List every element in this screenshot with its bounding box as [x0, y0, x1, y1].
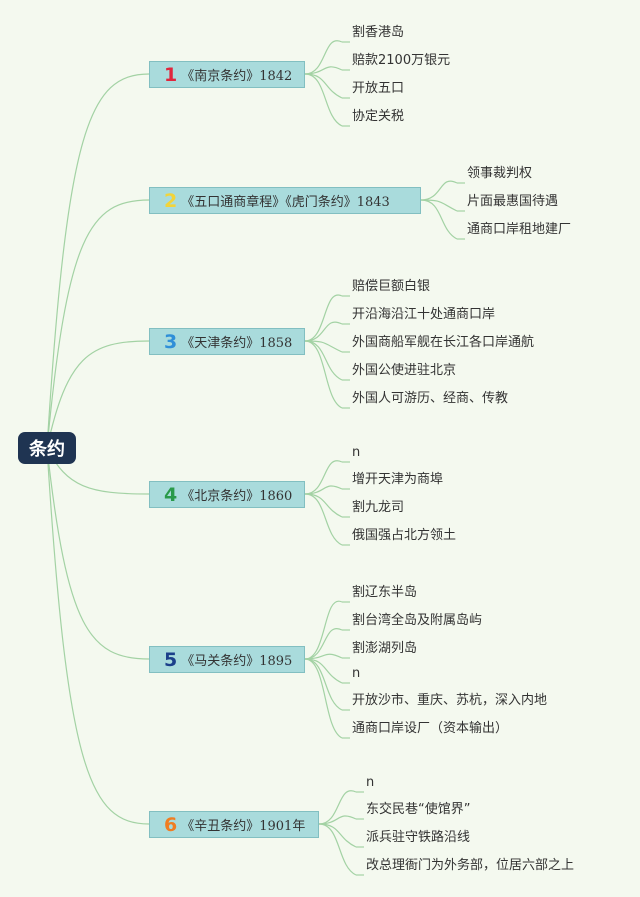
treaty-item: 外国公使进驻北京	[352, 363, 457, 378]
treaty-item: 派兵驻守铁路沿线	[366, 830, 471, 845]
number-badge: 4	[164, 483, 178, 506]
treaty-item: 通商口岸租地建厂	[467, 222, 572, 237]
treaty-item: 割澎湖列岛	[352, 641, 418, 656]
treaty-title: 《天津条约》1858	[181, 336, 293, 351]
leaf-line	[304, 340, 343, 381]
leaf-line	[304, 66, 343, 75]
leaf-line	[304, 485, 343, 495]
root-node[interactable]: 条约	[18, 432, 76, 464]
treaty-item: 外国商船军舰在长江各口岸通航	[352, 335, 535, 350]
branch-line-3	[46, 340, 150, 449]
treaty-item: 东交民巷“使馆界”	[366, 802, 471, 817]
leaf-line	[304, 658, 343, 711]
number-badge: 5	[164, 648, 178, 671]
treaty-title: 《辛丑条约》1901年	[181, 819, 306, 834]
treaty-title: 《北京条约》1860	[181, 489, 293, 504]
branch-line-1	[46, 73, 150, 449]
treaty-item: 外国人可游历、经商、传教	[352, 391, 509, 406]
treaty-node-6[interactable]: 6 《辛丑条约》1901年	[149, 811, 319, 838]
leaf-line	[420, 199, 458, 212]
treaty-item: 俄国强占北方领土	[352, 528, 457, 543]
treaty-item: 开沿海沿江十处通商口岸	[352, 307, 496, 322]
leaf-line	[304, 460, 343, 495]
branch-line-6	[46, 447, 150, 825]
treaty-node-1[interactable]: 1 《南京条约》1842	[149, 61, 305, 88]
treaty-item: 协定关税	[352, 109, 405, 124]
treaty-title: 《南京条约》1842	[181, 69, 293, 84]
treaty-item: 片面最惠国待遇	[467, 194, 559, 209]
number-badge: 6	[164, 813, 178, 836]
leaf-line	[318, 790, 357, 825]
treaty-item: 割辽东半岛	[352, 585, 418, 600]
treaty-node-5[interactable]: 5 《马关条约》1895	[149, 646, 305, 673]
treaty-item: 领事裁判权	[467, 166, 533, 181]
treaty-item: 赔款2100万银元	[352, 53, 451, 68]
treaty-item: 开放沙市、重庆、苏杭，深入内地	[352, 693, 548, 708]
leaf-line	[304, 493, 343, 546]
treaty-item: 割台湾全岛及附属岛屿	[352, 613, 483, 628]
leaf-line	[318, 815, 357, 825]
treaty-title: 《马关条约》1895	[181, 654, 293, 669]
leaf-line	[304, 294, 343, 342]
treaty-node-2[interactable]: 2 《五口通商章程》《虎门条约》1843	[149, 187, 421, 214]
leaf-line	[420, 180, 458, 201]
treaty-title: 《五口通商章程》《虎门条约》1843	[181, 195, 390, 210]
leaf-line	[304, 628, 343, 660]
leaf-line	[304, 321, 343, 342]
treaty-item: 增开天津为商埠	[352, 472, 444, 487]
treaty-item: n	[366, 775, 375, 790]
number-badge: 1	[164, 63, 178, 86]
branch-line-5	[46, 447, 150, 660]
treaty-item: 割九龙司	[352, 500, 405, 515]
number-badge: 3	[164, 330, 178, 353]
treaty-node-3[interactable]: 3 《天津条约》1858	[149, 328, 305, 355]
leaf-line	[304, 658, 343, 739]
treaty-item: 通商口岸设厂（资本输出）	[352, 721, 509, 736]
treaty-node-4[interactable]: 4 《北京条约》1860	[149, 481, 305, 508]
treaty-item: n	[352, 445, 361, 460]
number-badge: 2	[164, 189, 178, 212]
leaf-line	[318, 823, 357, 876]
treaty-item: 改总理衙门为外务部，位居六部之上	[366, 858, 575, 873]
leaf-line	[304, 73, 343, 127]
leaf-line	[304, 340, 343, 409]
branch-line-2	[46, 199, 150, 449]
leaf-line	[304, 600, 343, 660]
treaty-item: 割香港岛	[352, 25, 405, 40]
treaty-item: 开放五口	[352, 81, 405, 96]
leaf-line	[420, 199, 458, 240]
treaty-item: n	[352, 666, 361, 681]
treaty-item: 赔偿巨额白银	[352, 279, 431, 294]
leaf-line	[304, 40, 343, 75]
